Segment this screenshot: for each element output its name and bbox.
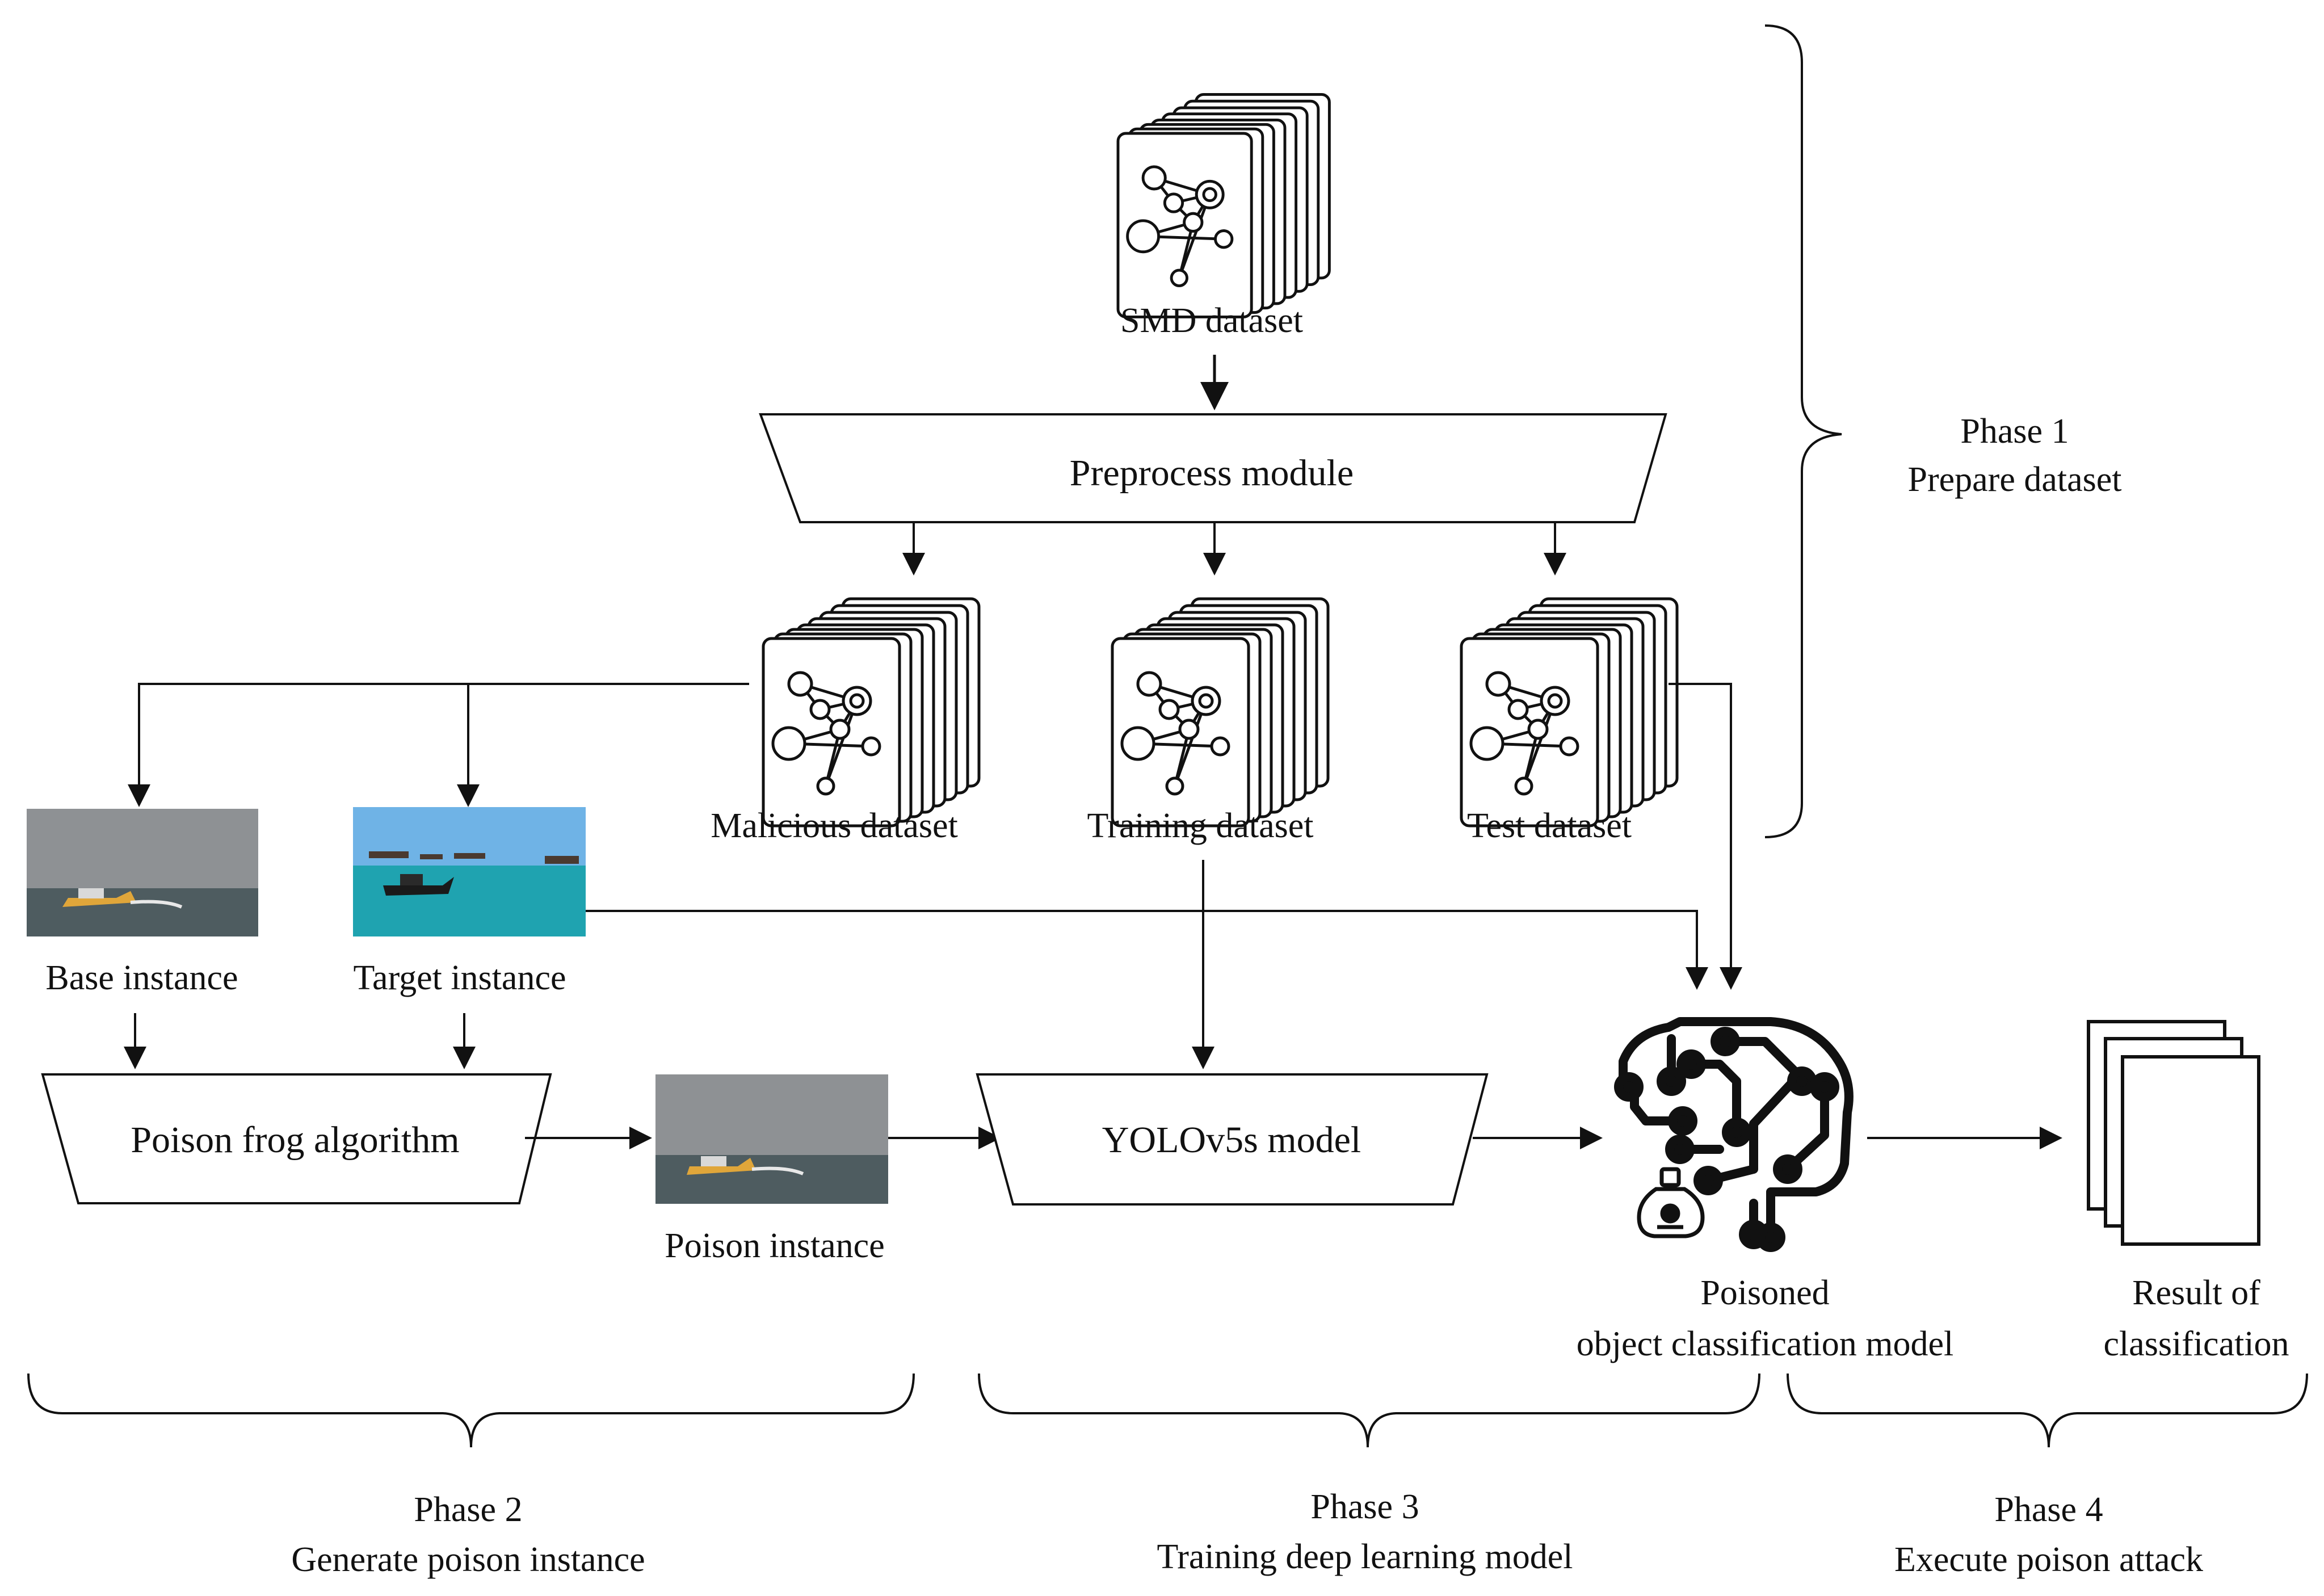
base-instance-image [27,809,258,936]
phase2-subtitle: Generate poison instance [291,1540,645,1579]
poisoned-model-label-line2: object classification model [1577,1325,1954,1363]
poison-bottle-icon [1637,1167,1705,1238]
result-label-line2: classification [2103,1325,2289,1363]
phase1-subtitle: Prepare dataset [1908,460,2122,499]
phase2-title: Phase 2 [414,1490,522,1529]
poisoned-model-label-line1: Poisoned [1700,1274,1829,1312]
training-dataset-label: Training dataset [1087,807,1314,845]
poison-frog-label: Poison frog algorithm [131,1119,459,1161]
preprocess-module-label: Preprocess module [1070,452,1354,494]
smd-dataset-label: SMD dataset [1120,301,1303,340]
malicious-dataset-label: Malicious dataset [711,807,958,845]
phase2-brace [27,1373,915,1448]
connector-target-to-poisoned-model [586,910,1708,990]
poison-instance-image [655,1074,888,1204]
poison-frog-algorithm: Poison frog algorithm [41,1073,552,1204]
base-instance-label: Base instance [45,959,238,997]
phase3-title: Phase 3 [1310,1488,1419,1526]
phase1-title: Phase 1 [1960,412,2069,451]
connector-malicious-to-instances [128,683,749,807]
connector-test-to-poisoned-model [1669,683,1742,990]
document-stack-icon [2087,1020,2260,1246]
circuit-brain-icon [1614,1017,1854,1252]
training-dataset-icon [1112,599,1328,826]
target-instance-image [353,807,586,936]
yolo-model-label: YOLOv5s model [1102,1119,1361,1161]
yolo-model: YOLOv5s model [976,1073,1489,1206]
phase4-subtitle: Execute poison attack [1894,1540,2203,1579]
phase4-title: Phase 4 [1994,1490,2103,1529]
phase1-brace [1764,24,1842,838]
test-dataset-icon [1461,599,1677,826]
phase4-brace [1787,1373,2308,1448]
phase3-subtitle: Training deep learning model [1157,1538,1573,1576]
phase3-brace [978,1373,1760,1448]
poison-instance-label: Poison instance [665,1227,884,1265]
smd-dataset-icon [1118,94,1329,317]
preprocess-module: Preprocess module [759,413,1667,523]
test-dataset-label: Test dataset [1467,807,1632,845]
malicious-dataset-icon [763,599,979,826]
result-label-line1: Result of [2132,1274,2260,1312]
target-instance-label: Target instance [354,959,566,997]
